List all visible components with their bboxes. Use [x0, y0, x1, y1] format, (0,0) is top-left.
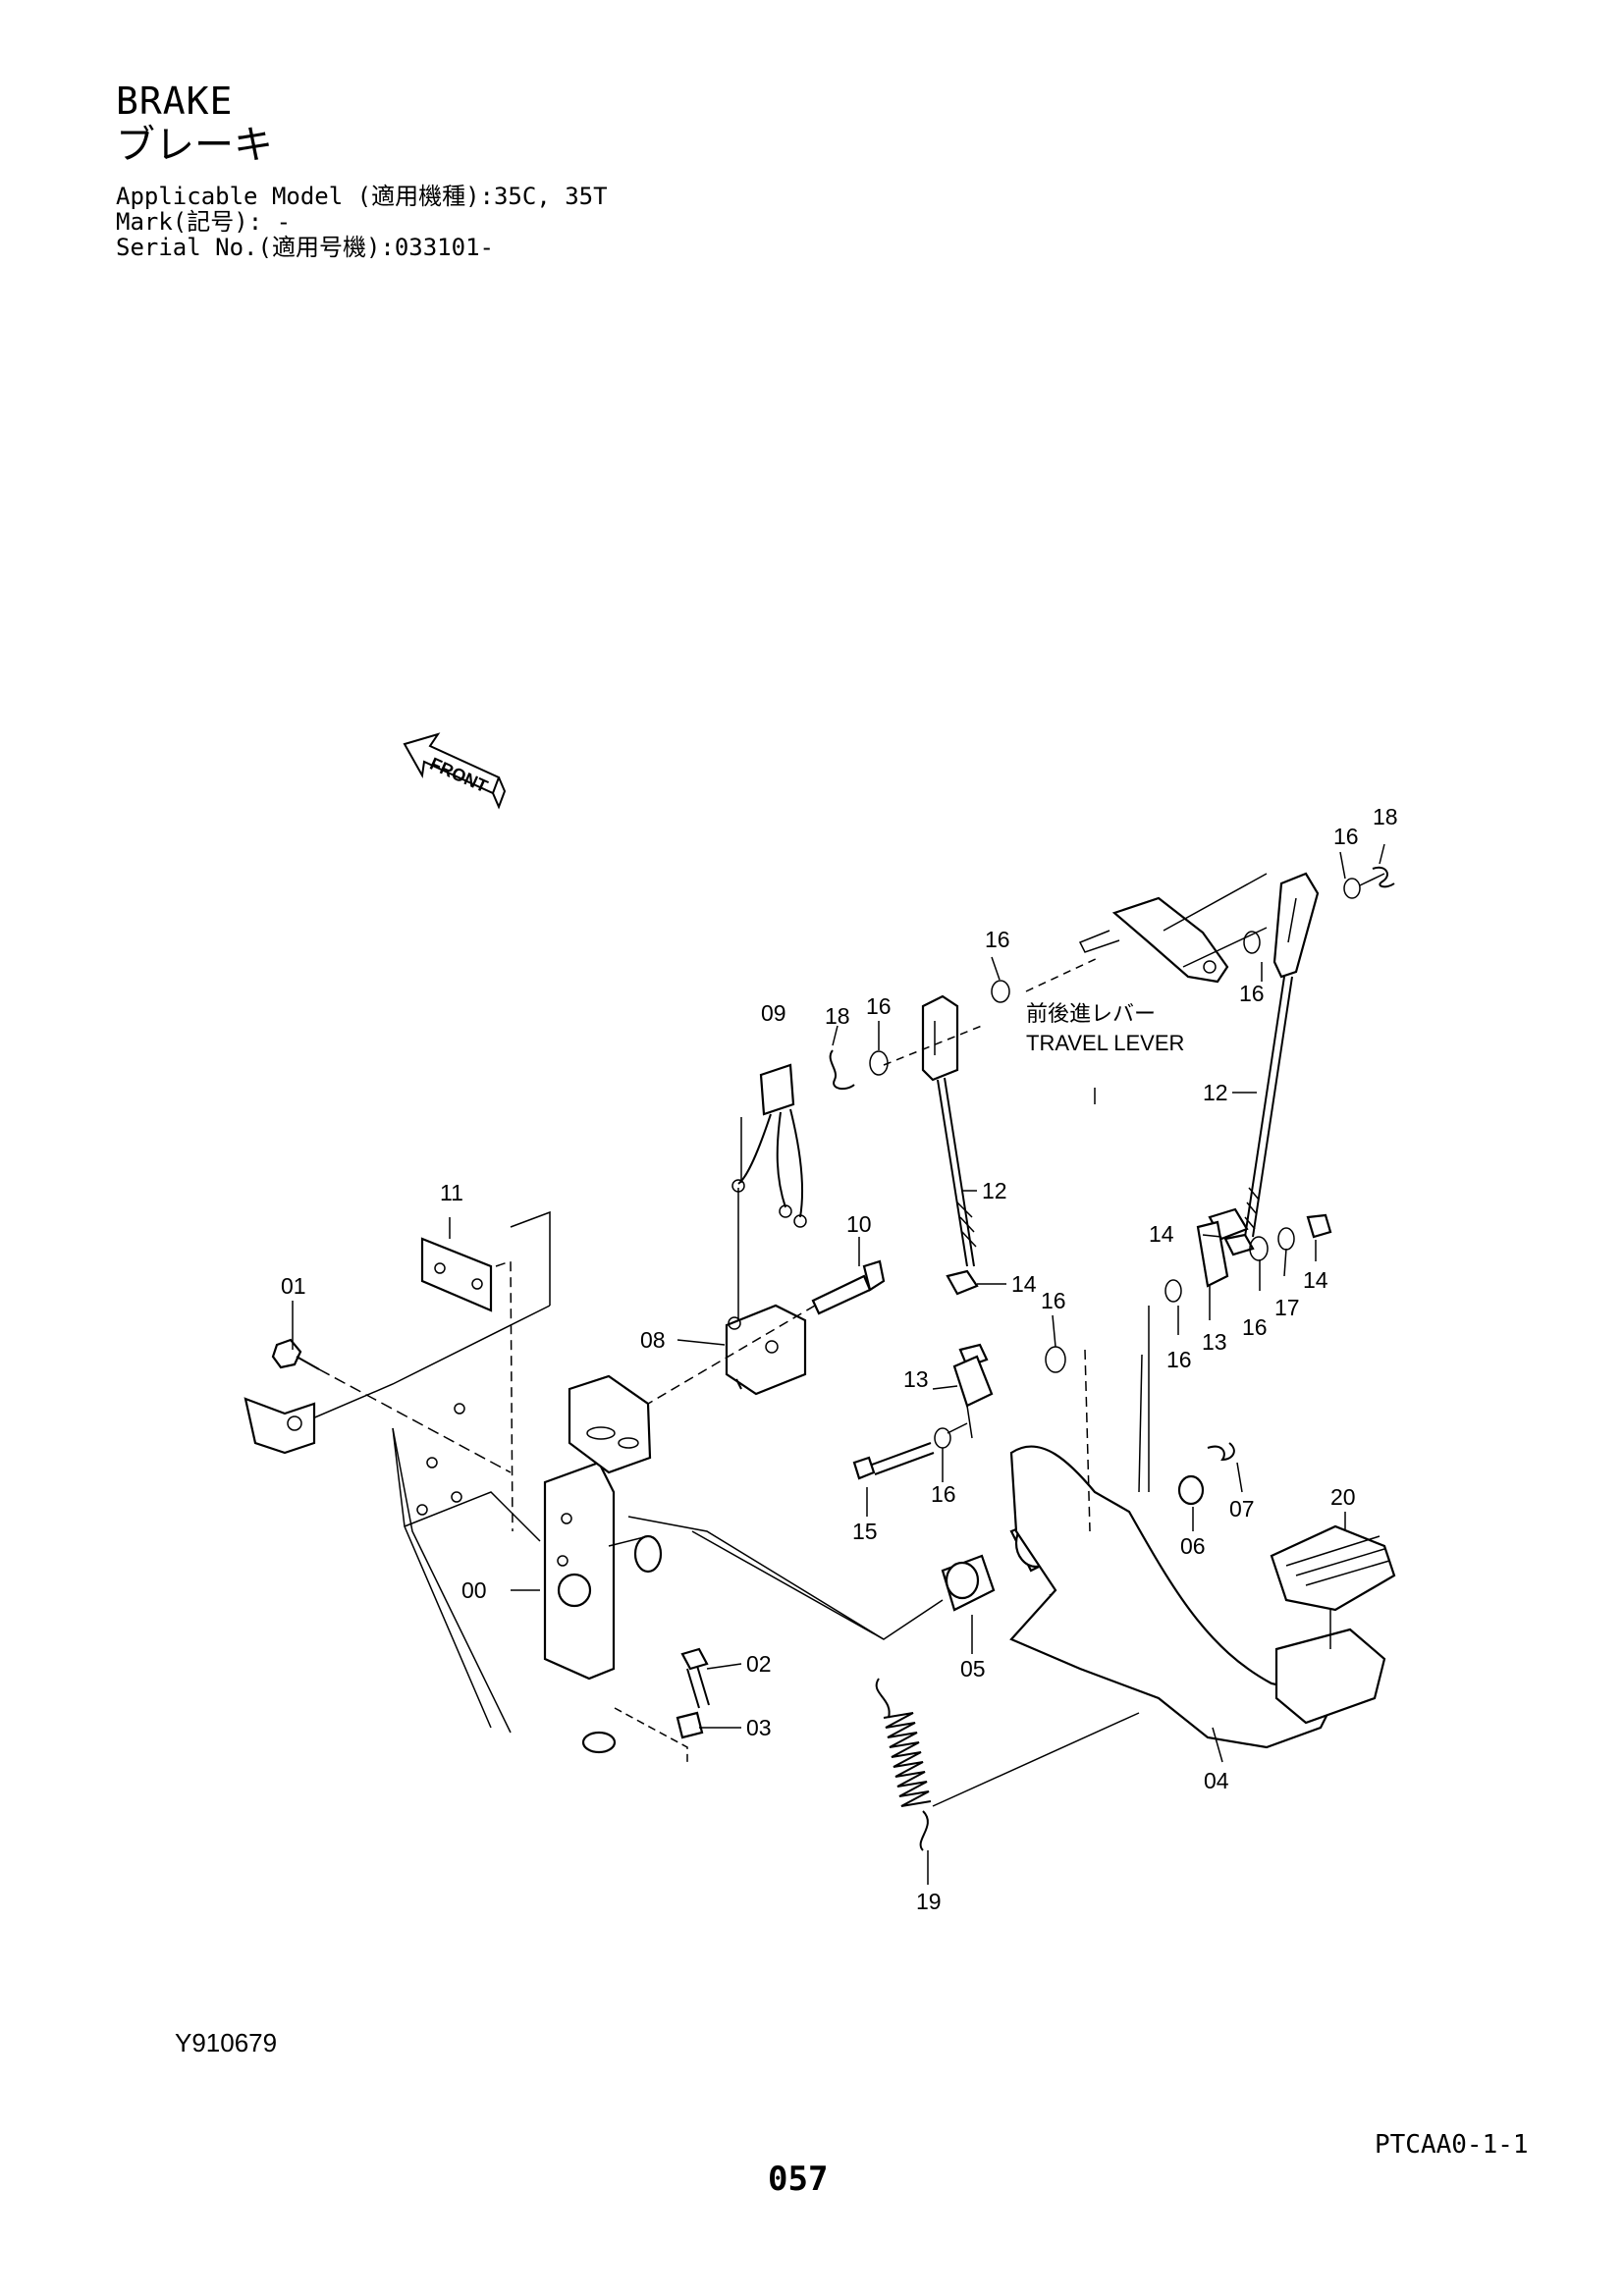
callout-18-right: 18 — [1373, 804, 1398, 829]
travel-lever-label-japanese: 前後進レバー — [1026, 1001, 1156, 1026]
callout-14-mid: 14 — [1149, 1221, 1174, 1247]
callout-16-a: 16 — [985, 927, 1010, 952]
callout-16-b: 16 — [866, 993, 892, 1019]
callout-08: 08 — [640, 1327, 666, 1353]
brake-switch-part — [647, 1188, 886, 1405]
callout-labels: 00 01 02 03 04 05 06 07 08 09 10 11 12 1… — [281, 804, 1398, 1914]
callout-12-left: 12 — [982, 1178, 1007, 1203]
mark-field: Mark(記号): - — [116, 208, 292, 236]
callout-02: 02 — [746, 1651, 772, 1677]
callout-07: 07 — [1229, 1496, 1255, 1522]
callout-04: 04 — [1204, 1768, 1229, 1793]
callout-16-h: 16 — [931, 1481, 956, 1507]
leader-lines — [292, 843, 1385, 1885]
hardware-stack-right — [829, 866, 1395, 1373]
page-title: BRAKE — [116, 80, 234, 123]
callout-16-c: 16 — [1333, 824, 1359, 849]
link-rod-part — [921, 994, 994, 1439]
callout-11: 11 — [440, 1180, 463, 1205]
callout-14-right: 14 — [1303, 1267, 1328, 1293]
sheet-code: PTCAA0-1-1 — [1375, 2130, 1529, 2160]
page-number: 057 — [768, 2160, 829, 2199]
callout-19: 19 — [916, 1889, 942, 1914]
callout-16-g: 16 — [1242, 1314, 1268, 1340]
callout-20: 20 — [1330, 1484, 1356, 1510]
callout-15: 15 — [852, 1519, 878, 1544]
illustration-code: Y910679 — [175, 2028, 278, 2057]
callout-16-e: 16 — [1041, 1288, 1066, 1313]
travel-lever-part — [1078, 872, 1320, 1238]
callout-12-right: 12 — [1203, 1080, 1228, 1105]
brake-pedal-part — [1009, 1306, 1396, 1749]
front-arrow-icon: FRONT — [403, 732, 507, 810]
callout-17: 17 — [1274, 1295, 1300, 1320]
serial-number: Serial No.(適用号機):033101- — [116, 234, 494, 261]
callout-13-right: 13 — [1202, 1329, 1227, 1355]
applicable-model: Applicable Model (適用機種):35C, 35T — [116, 183, 608, 210]
callout-09: 09 — [761, 1000, 786, 1026]
callout-06: 06 — [1180, 1533, 1206, 1559]
page-title-japanese: ブレーキ — [116, 123, 273, 168]
bolt-bracket-part — [244, 1338, 512, 1473]
callout-03: 03 — [746, 1715, 772, 1740]
plate-part — [420, 1237, 493, 1312]
travel-lever-label: TRAVEL LEVER — [1026, 1031, 1184, 1055]
callout-00: 00 — [461, 1577, 487, 1603]
callout-05: 05 — [960, 1656, 986, 1682]
callout-16-d: 16 — [1239, 981, 1265, 1006]
callout-18-left: 18 — [825, 1003, 850, 1029]
callout-14-left: 14 — [1011, 1271, 1037, 1297]
callout-16-f: 16 — [1166, 1347, 1192, 1372]
callout-10: 10 — [846, 1211, 872, 1237]
pedal-bracket-part — [543, 1374, 885, 1681]
return-spring-part — [581, 1647, 1140, 1851]
wire-harness-part — [731, 1063, 807, 1228]
callout-01: 01 — [281, 1273, 306, 1299]
callout-13-left: 13 — [903, 1366, 929, 1392]
